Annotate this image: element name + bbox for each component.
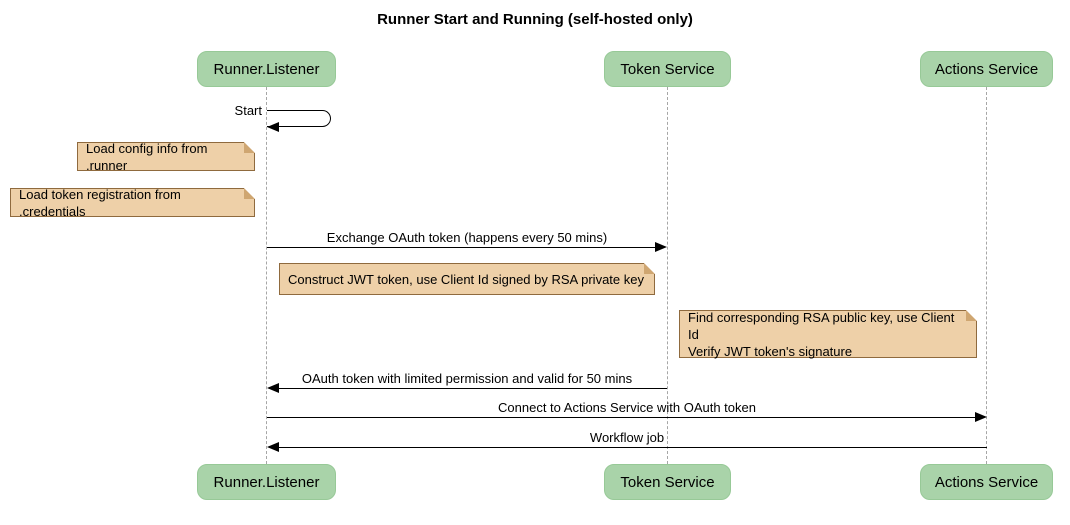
message-label-oauth-return: OAuth token with limited permission and … <box>301 371 633 386</box>
note-construct-jwt: Construct JWT token, use Client Id signe… <box>279 263 655 295</box>
self-message-loop <box>267 110 331 127</box>
note-fold-corner <box>644 263 655 274</box>
participant-runner-listener-bottom: Runner.Listener <box>197 464 336 500</box>
message-label-connect: Connect to Actions Service with OAuth to… <box>498 400 756 415</box>
message-label-exchange-oauth: Exchange OAuth token (happens every 50 m… <box>326 230 608 245</box>
note-text: Load config info from .runner <box>86 140 208 173</box>
message-label-workflow-job: Workflow job <box>589 430 665 445</box>
note-fold-corner <box>244 188 255 199</box>
arrowhead-right-icon <box>655 242 667 252</box>
note-text: Load token registration from .credential… <box>19 186 181 219</box>
arrowhead-left-icon <box>267 383 279 393</box>
lifeline-runner-listener <box>266 87 267 464</box>
note-text: Construct JWT token, use Client Id signe… <box>288 271 644 287</box>
participant-label: Actions Service <box>934 473 1039 491</box>
participant-label: Token Service <box>620 60 715 78</box>
lifeline-token-service <box>667 87 668 464</box>
arrowhead-left-icon <box>267 122 279 132</box>
note-fold-corner <box>966 310 977 321</box>
arrowhead-right-icon <box>975 412 987 422</box>
participant-token-service-bottom: Token Service <box>604 464 731 500</box>
participant-label: Runner.Listener <box>213 60 320 78</box>
note-load-config: Load config info from .runner <box>77 140 255 173</box>
diagram-title: Runner Start and Running (self-hosted on… <box>377 11 693 28</box>
arrowhead-left-icon <box>267 442 279 452</box>
participant-token-service-top: Token Service <box>604 51 731 87</box>
participant-label: Runner.Listener <box>213 473 320 491</box>
note-find-rsa-key: Find corresponding RSA public key, use C… <box>679 309 977 359</box>
lifeline-actions-service <box>986 87 987 464</box>
participant-label: Actions Service <box>934 60 1039 78</box>
participant-actions-service-top: Actions Service <box>920 51 1053 87</box>
note-load-token-registration: Load token registration from .credential… <box>10 186 255 219</box>
note-fold-corner <box>244 142 255 153</box>
message-line <box>278 447 987 448</box>
participant-label: Token Service <box>620 473 715 491</box>
message-line <box>267 417 976 418</box>
message-line <box>278 388 667 389</box>
note-text: Find corresponding RSA public key, use C… <box>688 309 955 359</box>
participant-runner-listener-top: Runner.Listener <box>197 51 336 87</box>
message-line <box>267 247 656 248</box>
participant-actions-service-bottom: Actions Service <box>920 464 1053 500</box>
message-label-start: Start <box>234 103 262 118</box>
